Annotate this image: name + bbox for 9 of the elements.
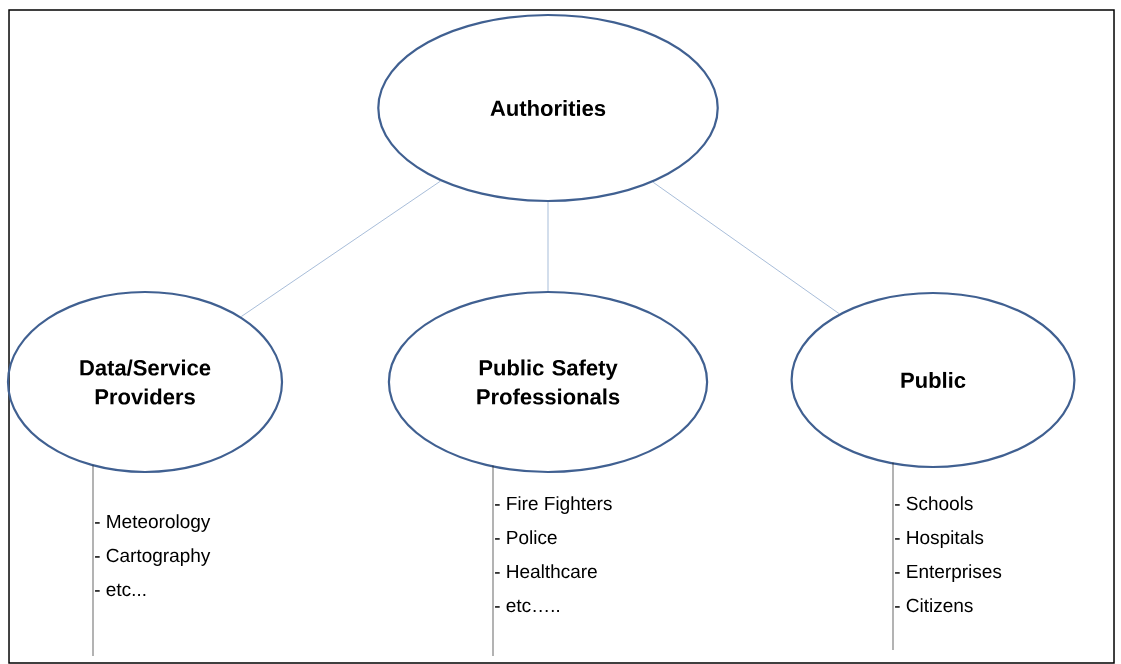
connector-line [892,462,894,651]
bullet-list: - Meteorology - Cartography - etc... [95,514,211,597]
connector-line [92,465,94,657]
bullet-list: - Fire Fighters - Police - Healthcare - etc….. [495,496,612,613]
bullet-list: - Schools - Hospitals - Enterprises - Citizens [895,496,1002,613]
connector-line [652,181,840,315]
connector-line [547,201,549,292]
connector-line [240,180,441,317]
connector-line [492,465,494,657]
